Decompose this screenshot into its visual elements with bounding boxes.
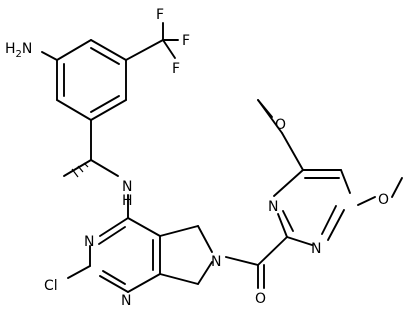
label-carbonyl-o: O [255, 291, 266, 307]
label-pyrroline-n: N [211, 254, 221, 270]
hashed-wedge-bond [63, 159, 92, 178]
label-chlorine: Cl [44, 278, 58, 294]
label-nh-h: H [122, 193, 133, 209]
label-dmp-n-bottom: N [311, 241, 321, 257]
label-fluorine-3: F [172, 61, 180, 77]
label-amine: H2N [5, 41, 32, 60]
label-methoxy-o-top: O [275, 117, 286, 133]
label-methoxy-o-right: O [378, 192, 389, 208]
label-pyrimidine-n-lower: N [121, 293, 131, 309]
label-fluorine-1: F [156, 7, 164, 23]
label-dmp-n-left: N [268, 199, 278, 215]
label-nh-n: N [122, 179, 132, 195]
label-pyrimidine-n-upper: N [84, 234, 94, 250]
amine-text: H2N [5, 41, 32, 60]
label-fluorine-2: F [182, 33, 190, 49]
bond-layer [41, 22, 403, 293]
atom-label-layer: H2N F F F N H N N N Cl O O O N N [5, 7, 389, 309]
